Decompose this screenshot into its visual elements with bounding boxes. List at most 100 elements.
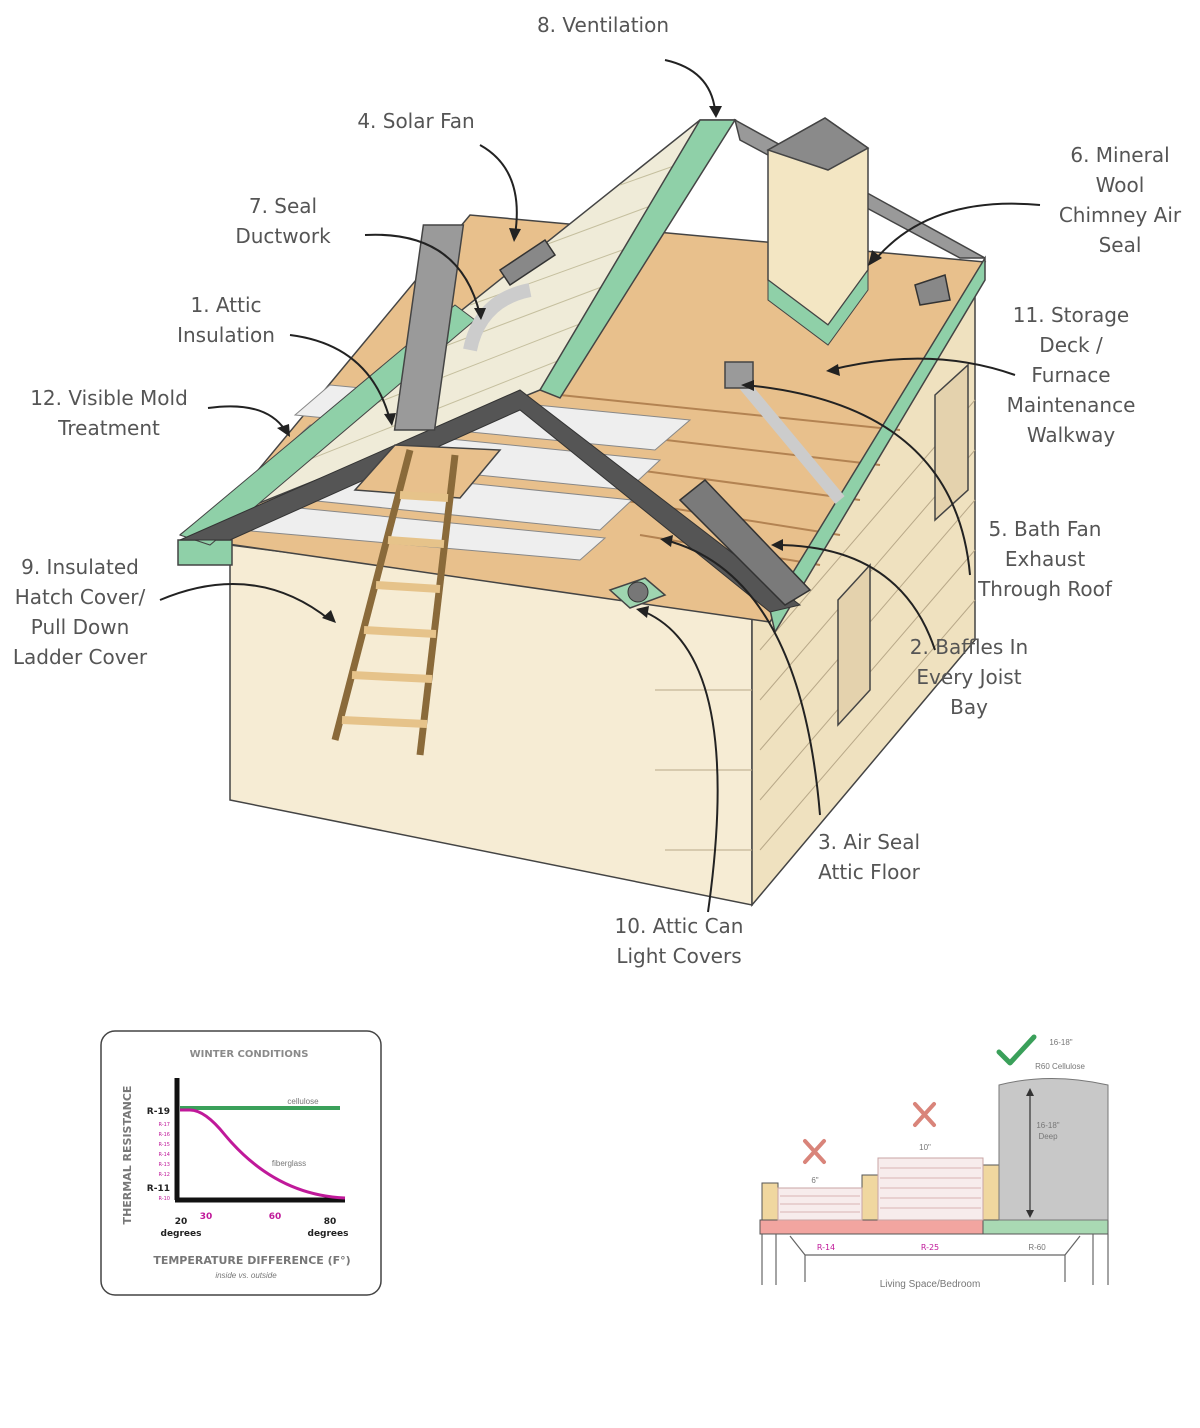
callout-line: Furnace <box>1031 363 1110 387</box>
depth-label-6in: 6" <box>811 1176 818 1185</box>
callout-line: Exhaust <box>1005 547 1086 571</box>
window-upper <box>934 363 969 522</box>
chimney-air-seal <box>767 268 869 346</box>
pull-down-ladder <box>331 449 459 756</box>
callout-arrows <box>159 59 1041 913</box>
ladder-rungs <box>341 491 449 728</box>
duct-box <box>393 224 465 431</box>
product-label: R60 Cellulose <box>1035 1062 1085 1071</box>
x-icon <box>803 1139 826 1164</box>
r-label-14: R-14 <box>817 1243 835 1252</box>
callout-line: Light Covers <box>616 944 741 968</box>
y-tick-r17: R-17 <box>159 1122 170 1128</box>
callout-line: Bay <box>950 695 988 719</box>
callout-line: Ladder Cover <box>13 645 148 669</box>
callout-line: 8. Ventilation <box>537 13 669 37</box>
y-tick-r10: R-10 <box>159 1196 170 1202</box>
house-illustration <box>177 117 987 908</box>
series-label-cellulose: cellulose <box>287 1097 319 1106</box>
inner-depth-line2: Deep <box>1038 1132 1058 1141</box>
callout-line: 3. Air Seal <box>818 830 920 854</box>
r-label-60: R-60 <box>1028 1243 1046 1252</box>
callout-line: Walkway <box>1027 423 1116 447</box>
y-tick-r19: R-19 <box>147 1107 170 1117</box>
ductwork <box>463 283 532 352</box>
depth-label-10in: 10" <box>919 1143 931 1152</box>
callout-line: 10. Attic Can <box>615 914 744 938</box>
callout-line: Seal <box>1099 233 1142 257</box>
depth-label-16in: 16-18" <box>1049 1038 1072 1047</box>
x-icon <box>913 1102 936 1127</box>
callout-line: 7. Seal <box>249 194 317 218</box>
r-label-25: R-25 <box>921 1243 939 1252</box>
y-tick-r15: R-15 <box>159 1142 170 1148</box>
chimney <box>766 117 870 346</box>
callout-line: 4. Solar Fan <box>357 109 474 133</box>
y-tick-r12: R-12 <box>159 1172 170 1178</box>
callout-line: Insulation <box>177 323 275 347</box>
chart-card <box>100 1030 382 1296</box>
callout-line: 12. Visible Mold <box>30 386 188 410</box>
chart-title: WINTER CONDITIONS <box>190 1049 309 1060</box>
callout-line: Every Joist <box>916 665 1021 689</box>
eave-trim-right <box>769 255 986 634</box>
y-tick-r16: R-16 <box>159 1132 170 1138</box>
x-tick-30: 30 <box>200 1212 213 1222</box>
gable-vent <box>914 274 951 306</box>
gable-frame <box>179 389 802 613</box>
room-outline <box>761 1234 1109 1285</box>
callout-line: Hatch Cover/ <box>15 585 146 609</box>
insulation-cellulose <box>998 1078 1109 1221</box>
x-axis-title: TEMPERATURE DIFFERENCE (F°) <box>153 1254 350 1267</box>
ceiling-strip-bad <box>759 1219 984 1235</box>
insulation-depth-diagram: 6" 10" 16-18" R60 Cellulose 16-18" Deep … <box>759 1034 1109 1290</box>
callout-solar-fan: 4. Solar Fan <box>357 109 474 133</box>
x-tick-60: 60 <box>269 1212 282 1222</box>
callout-line: Deck / <box>1039 333 1103 357</box>
callout-line: Treatment <box>57 416 160 440</box>
callout-line: 6. Mineral <box>1070 143 1169 167</box>
y-tick-r14: R-14 <box>159 1152 170 1158</box>
x-tick-80-unit: degrees <box>308 1229 349 1239</box>
y-tick-r11: R-11 <box>147 1184 170 1194</box>
callout-line: 2. Baffles In <box>910 635 1028 659</box>
callout-line: 1. Attic <box>190 293 261 317</box>
x-axis-subtitle: inside vs. outside <box>215 1271 277 1280</box>
callout-line: Maintenance <box>1007 393 1136 417</box>
bath-fan-duct <box>735 376 845 504</box>
callout-ventilation: 8. Ventilation <box>537 13 669 37</box>
callout-line: Through Roof <box>977 577 1113 601</box>
callout-line: Chimney Air <box>1059 203 1182 227</box>
insulation-10in <box>877 1157 984 1221</box>
baffle <box>678 478 812 606</box>
callout-line: Wool <box>1096 173 1145 197</box>
solar-fan <box>498 238 557 287</box>
room-label: Living Space/Bedroom <box>880 1279 981 1290</box>
ceiling-strip-good <box>982 1219 1109 1235</box>
fiberglass-curve <box>180 1108 346 1200</box>
winter-conditions-chart: WINTER CONDITIONS THERMAL RESISTANCE R-1… <box>100 1030 382 1296</box>
window-lower <box>837 563 871 727</box>
x-tick-20-unit: degrees <box>161 1229 202 1239</box>
inner-depth-line1: 16-18" <box>1036 1121 1059 1130</box>
y-tick-r13: R-13 <box>159 1162 170 1168</box>
can-light <box>627 581 649 603</box>
callout-line: Ductwork <box>235 224 331 248</box>
callout-line: 11. Storage <box>1013 303 1129 327</box>
callout-line: Pull Down <box>31 615 130 639</box>
callout-line: Attic Floor <box>818 860 920 884</box>
callout-line: 5. Bath Fan <box>989 517 1102 541</box>
y-ticks-minor: R-17 R-16 R-15 R-14 R-13 R-12 R-10 <box>159 1122 170 1202</box>
x-tick-80: 80 <box>324 1217 337 1227</box>
